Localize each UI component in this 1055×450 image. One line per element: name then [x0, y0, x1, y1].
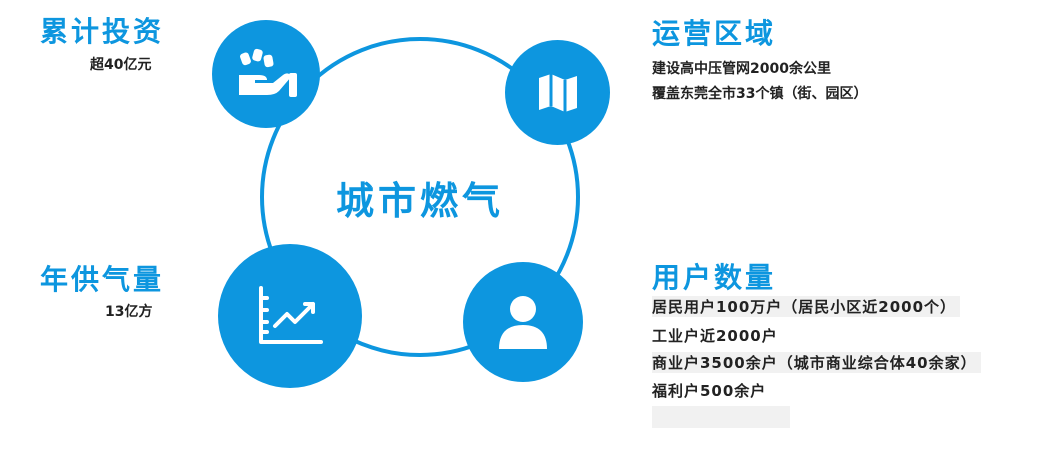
supply-title: 年供气量 — [40, 263, 165, 296]
users-line-2: 工业户近2000户 — [652, 327, 778, 345]
user-icon — [499, 296, 547, 349]
region-line-2: 覆盖东莞全市33个镇（街、园区） — [652, 86, 868, 102]
supply-value: 13亿方 — [105, 304, 153, 320]
center-title: 城市燃气 — [335, 179, 504, 223]
empty-highlight-bar — [652, 406, 790, 428]
investment-title: 累计投资 — [40, 15, 165, 48]
users-line-4: 福利户500余户 — [652, 382, 767, 400]
investment-value: 超40亿元 — [90, 57, 152, 73]
users-title: 用户数量 — [652, 261, 777, 294]
investment-circle — [212, 20, 320, 128]
region-title: 运营区域 — [652, 17, 777, 50]
hand-coins-icon — [239, 48, 297, 97]
supply-circle — [218, 244, 362, 388]
users-line-1: 居民用户100万户（居民小区近2000个） — [652, 296, 961, 317]
map-icon — [538, 73, 577, 112]
region-line-1: 建设高中压管网2000余公里 — [652, 61, 831, 77]
growth-chart-icon — [259, 286, 323, 344]
users-line-3: 商业户3500余户（城市商业综合体40余家） — [652, 352, 981, 373]
users-circle — [463, 262, 583, 382]
region-circle — [505, 40, 610, 145]
